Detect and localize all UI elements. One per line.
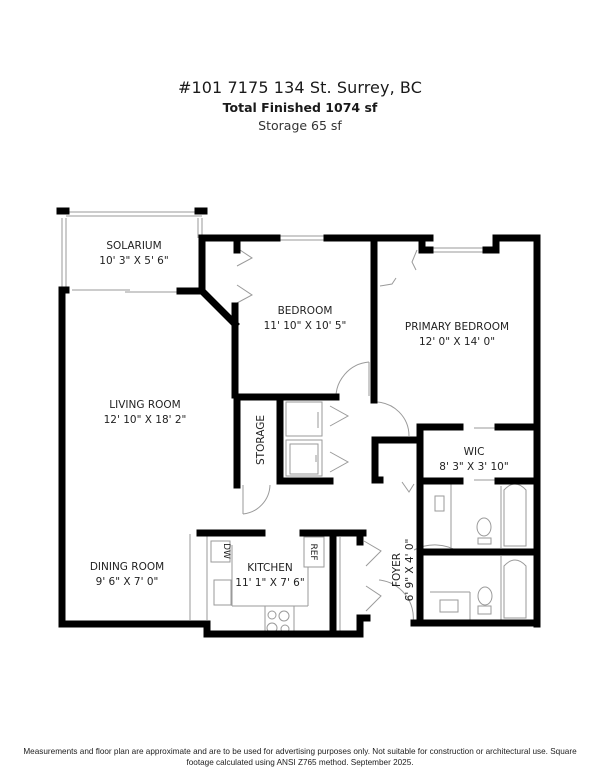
property-address: #101 7175 134 St. Surrey, BC (177, 78, 423, 97)
room-dims-primary-bedroom: 12' 0" X 14' 0" (419, 336, 495, 348)
plan-header: #101 7175 134 St. Surrey, BC Total Finis… (0, 78, 600, 135)
room-name-living-room: LIVING ROOM (109, 399, 180, 411)
room-name-storage: STORAGE (255, 415, 267, 465)
walls (56, 207, 541, 638)
dishwasher-label: DW (221, 543, 231, 559)
room-dims-wic: 8' 3" X 3' 10" (439, 461, 508, 473)
room-labels: SOLARIUM 10' 3" X 5' 6" BEDROOM 11' 10" … (90, 240, 509, 601)
room-name-primary-bedroom: PRIMARY BEDROOM (405, 321, 509, 333)
disclaimer-line-2: footage calculated using ANSI Z765 metho… (186, 758, 414, 767)
room-name-wic: WIC (464, 446, 485, 458)
disclaimer-line-1: Measurements and floor plan are approxim… (23, 747, 577, 756)
room-name-foyer: FOYER (391, 553, 403, 587)
room-dims-bedroom: 11' 10" X 10' 5" (264, 320, 347, 332)
room-name-solarium: SOLARIUM (106, 240, 161, 252)
room-dims-living-room: 12' 10" X 18' 2" (104, 414, 187, 426)
room-name-bedroom: BEDROOM (278, 305, 333, 317)
room-dims-foyer: 6' 9" X 4' 0" (404, 539, 416, 602)
fixtures-and-openings (61, 211, 527, 637)
total-finished-area: Total Finished 1074 sf (222, 100, 378, 115)
room-dims-kitchen: 11' 1" X 7' 6" (235, 577, 304, 589)
room-name-kitchen: KITCHEN (247, 562, 293, 574)
disclaimer: Measurements and floor plan are approxim… (20, 746, 580, 768)
room-name-dining-room: DINING ROOM (90, 561, 164, 573)
refrigerator-label: REF (308, 543, 318, 560)
storage-area: Storage 65 sf (258, 118, 342, 133)
room-dims-dining-room: 9' 6" X 7' 0" (96, 576, 159, 588)
room-dims-solarium: 10' 3" X 5' 6" (99, 255, 168, 267)
